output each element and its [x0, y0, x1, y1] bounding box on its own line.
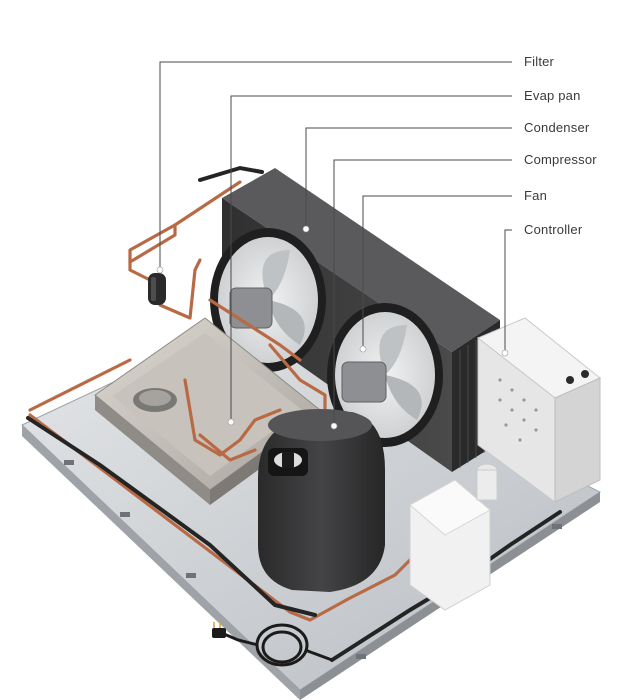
leader-fan: [362, 195, 512, 348]
controller-box: [477, 317, 601, 503]
leader-controller: [504, 229, 512, 352]
anchor-filter: [156, 266, 164, 274]
label-controller: Controller: [524, 222, 583, 237]
reservoir-bottle: [409, 463, 498, 611]
leader-condenser: [305, 127, 512, 228]
anchor-evap-pan: [227, 418, 235, 426]
label-fan: Fan: [524, 188, 547, 203]
anchor-compressor: [330, 422, 338, 430]
filter-drier: [148, 273, 166, 305]
fan-right: [327, 303, 443, 447]
label-filter: Filter: [524, 54, 555, 69]
callout-leaders: [156, 61, 512, 430]
anchor-condenser: [302, 225, 310, 233]
leader-evap-pan: [230, 95, 512, 420]
compressor: [258, 409, 385, 592]
power-plug-icon: [212, 622, 226, 638]
anchor-controller: [501, 349, 509, 357]
anchor-fan: [359, 345, 367, 353]
label-evap-pan: Evap pan: [524, 88, 581, 103]
leader-compressor: [333, 159, 512, 424]
leader-filter: [159, 61, 512, 268]
power-cord: [223, 623, 333, 667]
callout-labels: Filter Evap pan Condenser Compressor Fan…: [524, 54, 597, 237]
label-condenser: Condenser: [524, 120, 590, 135]
label-compressor: Compressor: [524, 152, 597, 167]
